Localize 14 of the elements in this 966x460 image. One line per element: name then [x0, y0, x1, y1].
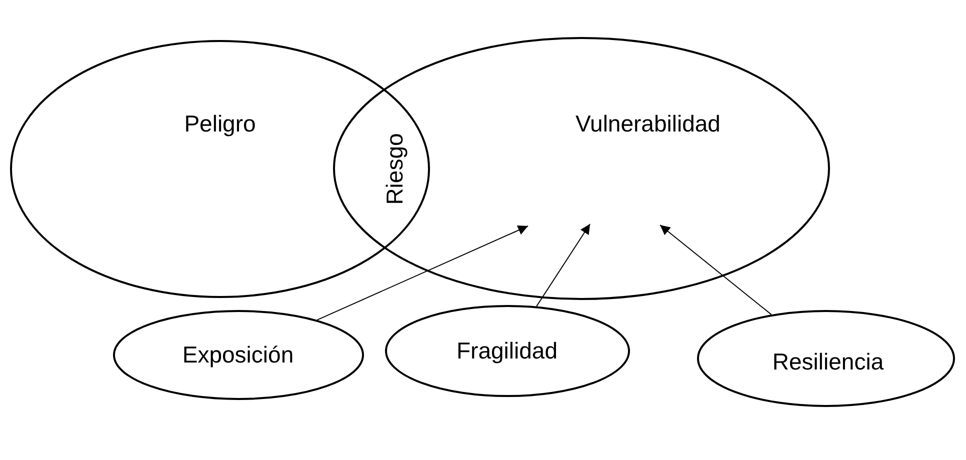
ellipse — [697, 310, 955, 407]
arrow — [660, 224, 772, 316]
node-label: Peligro — [184, 110, 256, 138]
ellipse — [333, 37, 830, 300]
node-label: Fragilidad — [456, 338, 558, 364]
node-label: Resiliencia — [772, 348, 884, 376]
overlap-label: Riesgo — [382, 133, 408, 205]
node-label: Vulnerabilidad — [576, 110, 720, 138]
arrow — [316, 226, 528, 320]
arrow — [536, 224, 590, 307]
ellipse — [385, 305, 630, 397]
node-label: Exposición — [182, 342, 294, 368]
ellipse — [10, 40, 430, 298]
ellipse — [113, 310, 364, 400]
